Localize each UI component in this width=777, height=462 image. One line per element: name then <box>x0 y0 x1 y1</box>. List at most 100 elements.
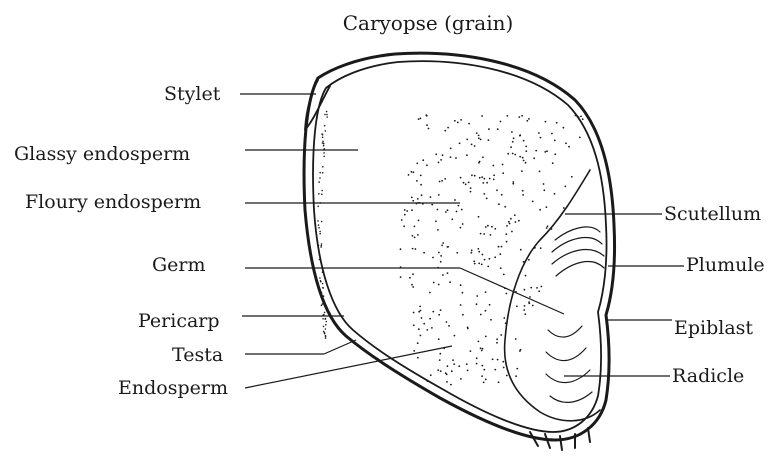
stipple-dot <box>528 118 530 120</box>
stipple-dot <box>462 292 464 294</box>
label-stylet: Stylet <box>164 83 221 105</box>
stipple-dot <box>482 254 484 256</box>
stipple-dot <box>318 245 320 247</box>
stipple-dot <box>551 133 553 135</box>
stipple-dot <box>431 327 433 329</box>
stipple-dot <box>528 301 530 303</box>
stipple-dot <box>486 198 488 200</box>
stipple-dot <box>439 353 441 355</box>
stipple-dot <box>445 211 447 213</box>
stipple-dot <box>476 132 478 134</box>
stipple-dot <box>478 162 480 164</box>
stipple-dot <box>442 242 444 244</box>
stipple-dot <box>404 214 406 216</box>
stipple-dot <box>501 194 503 196</box>
stipple-dot <box>528 259 530 261</box>
stipple-dot <box>519 134 521 136</box>
stipple-dot <box>529 296 531 298</box>
stipple-dot <box>421 194 423 196</box>
stipple-dot <box>447 246 449 248</box>
stipple-dot <box>317 206 319 208</box>
grain-inner-outline <box>313 61 606 432</box>
stipple-dot <box>516 368 518 370</box>
stipple-dot <box>513 137 515 139</box>
stipple-dot <box>454 335 456 337</box>
stipple-dot <box>429 292 431 294</box>
stipple-dot <box>478 263 480 265</box>
stipple-dot <box>318 227 320 229</box>
stipple-dot <box>507 153 509 155</box>
label-scutellum: Scutellum <box>664 203 761 225</box>
label-glassy-endosperm: Glassy endosperm <box>14 143 190 165</box>
stipple-dot <box>539 209 541 211</box>
stipple-dot <box>318 181 320 183</box>
stipple-dot <box>438 194 440 196</box>
stipple-dot <box>465 183 467 185</box>
stipple-dot <box>500 334 502 336</box>
stipple-dot <box>322 166 324 168</box>
stipple-dot <box>478 135 480 137</box>
stipple-dot <box>325 328 327 330</box>
stipple-dot <box>426 124 428 126</box>
stipple-dot <box>568 146 570 148</box>
stipple-dot <box>319 231 321 233</box>
label-germ: Germ <box>152 254 206 276</box>
label-pericarp: Pericarp <box>138 310 220 332</box>
stipple-dot <box>487 225 489 227</box>
stipple-dot <box>414 226 416 228</box>
stipple-dot <box>463 182 465 184</box>
stipple-dot <box>438 252 440 254</box>
stipple-dot <box>451 370 453 372</box>
stipple-dot <box>489 178 491 180</box>
stipple-dot <box>420 335 422 337</box>
stipple-dot <box>448 325 450 327</box>
stipple-dot <box>466 139 468 141</box>
stipple-dot <box>474 145 476 147</box>
stipple-dot <box>505 322 507 324</box>
stipple-dot <box>438 338 440 340</box>
stipple-dot <box>480 347 482 349</box>
stipple-dot <box>490 319 492 321</box>
stipple-dot <box>506 293 508 295</box>
stipple-dot <box>502 172 504 174</box>
stipple-dot <box>411 209 413 211</box>
stipple-dot <box>481 365 483 367</box>
stipple-dot <box>563 207 565 209</box>
stipple-dot <box>524 313 526 315</box>
stipple-dot <box>408 174 410 176</box>
stipple-dot <box>437 369 439 371</box>
stipple-dot <box>582 118 584 120</box>
stipple-dot <box>543 183 545 185</box>
stipple-dot <box>500 121 502 123</box>
stipple-dot <box>556 122 558 124</box>
stipple-dot <box>318 224 320 226</box>
stipple-dot <box>430 374 432 376</box>
stipple-dot <box>444 130 446 132</box>
stipple-dot <box>530 287 532 289</box>
stipple-dot <box>474 263 476 265</box>
stipple-dot <box>322 283 324 285</box>
stipple-dot <box>488 128 490 130</box>
stipple-dot <box>479 177 481 179</box>
stipple-dot <box>461 209 463 211</box>
stipple-dot <box>322 137 324 139</box>
stipple-dot <box>467 327 469 329</box>
stipple-dot <box>525 162 527 164</box>
stipple-dot <box>552 162 554 164</box>
stipple-dot <box>423 323 425 325</box>
label-epiblast: Epiblast <box>674 317 753 339</box>
stipple-dot <box>435 153 437 155</box>
stipple-dot <box>447 209 449 211</box>
scutellum-boundary <box>505 170 600 421</box>
stipple-dot <box>441 180 443 182</box>
stipple-dot <box>321 243 323 245</box>
stipple-dot <box>438 162 440 164</box>
stipple-dot <box>508 221 510 223</box>
stipple-dot <box>426 115 428 117</box>
stipple-dot <box>418 118 420 120</box>
stipple-dot <box>451 218 453 220</box>
stipple-dot <box>483 369 485 371</box>
stipple-dot <box>449 281 451 283</box>
stipple-dot <box>471 249 473 251</box>
stipple-dot <box>415 248 417 250</box>
